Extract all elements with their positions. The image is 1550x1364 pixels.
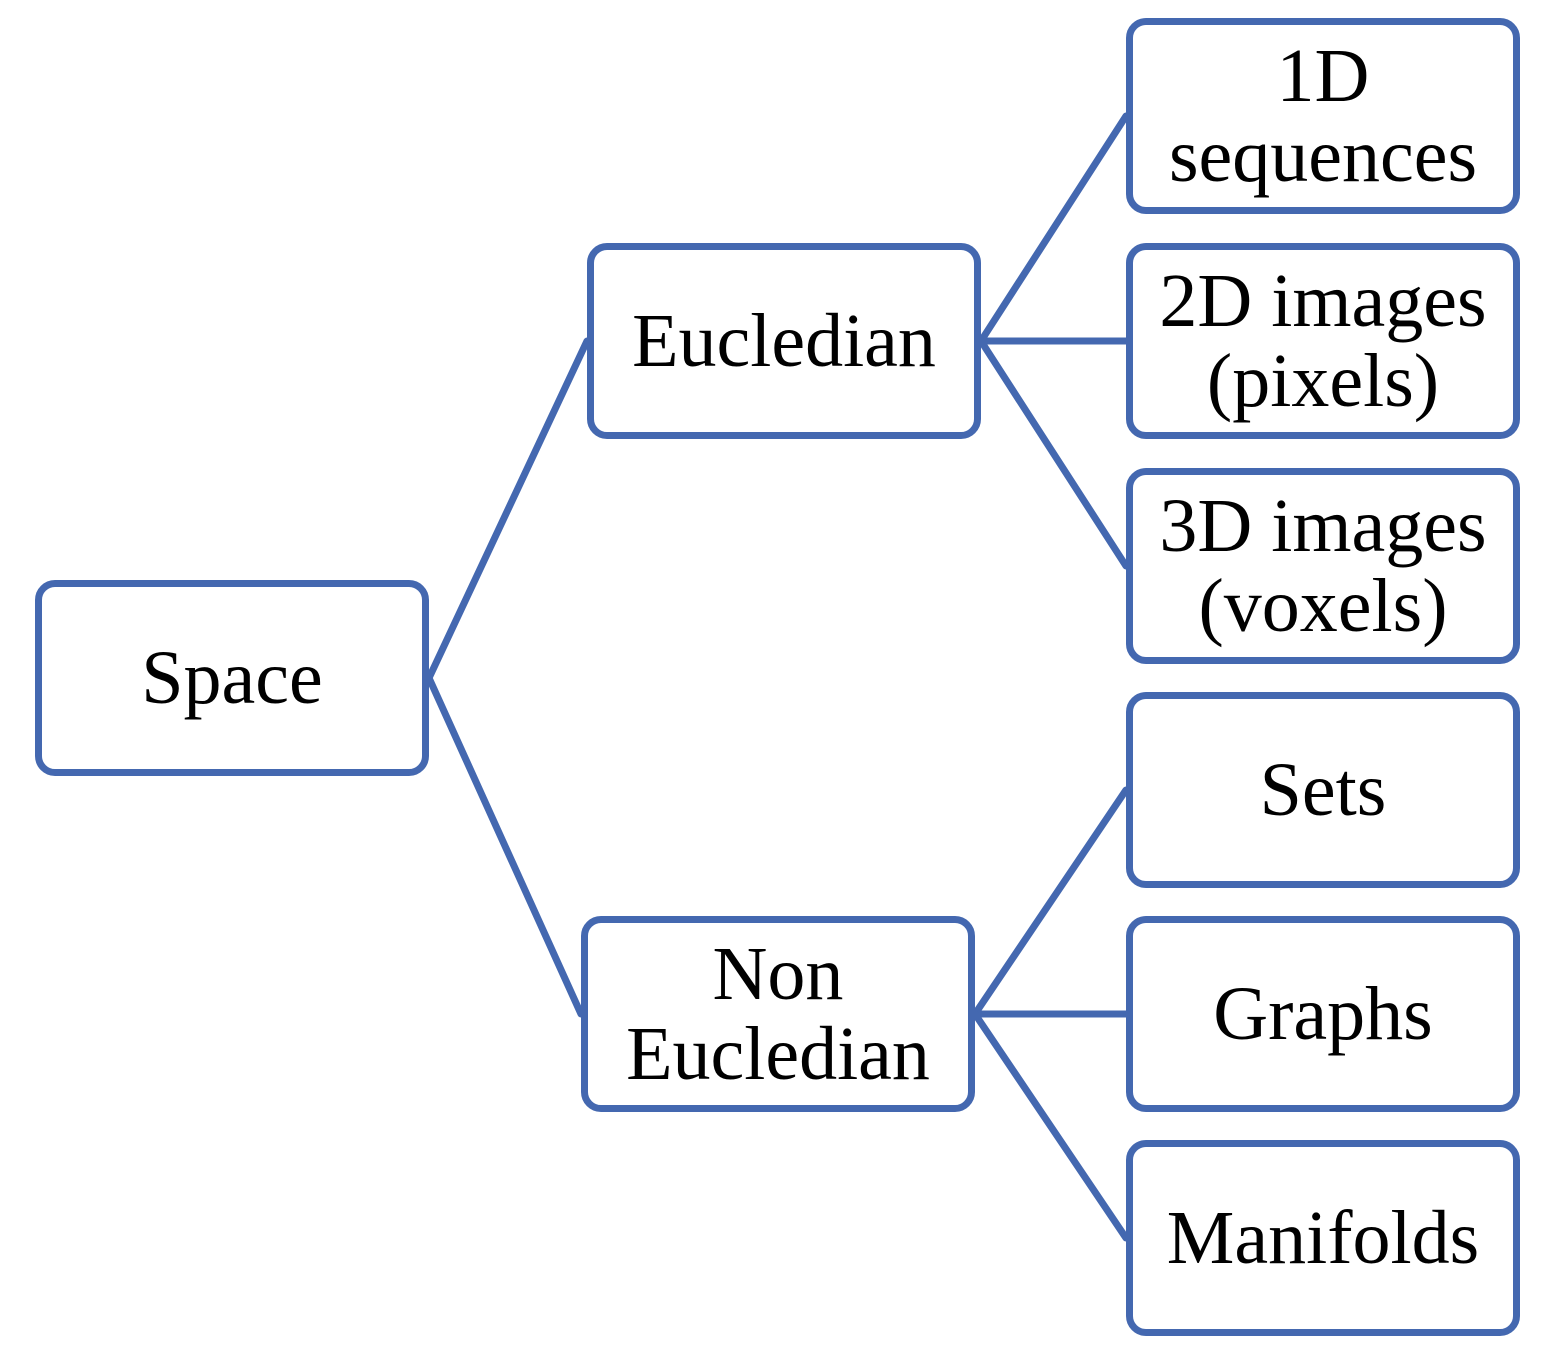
edge-non-euclidean-to-manifolds [971, 1010, 1130, 1242]
node-graphs-label: Graphs [1213, 972, 1433, 1056]
node-3d-images-line-2: (voxels) [1198, 564, 1448, 648]
node-euclidean: Eucledian [587, 243, 981, 439]
node-2d-images: 2D images (pixels) [1126, 243, 1520, 439]
node-space: Space [35, 580, 429, 776]
edge-euclidean-to-images-3d [977, 337, 1130, 570]
node-1d-sequences-line-1: 1D [1276, 34, 1370, 118]
node-non-euclidean: Non Eucledian [581, 916, 975, 1112]
node-3d-images-line-1: 3D images [1159, 484, 1487, 568]
node-1d-sequences-line-2: sequences [1168, 114, 1478, 198]
node-2d-images-line-2: (pixels) [1206, 339, 1440, 423]
node-non-euclidean-line-1: Non [712, 932, 844, 1016]
node-space-label: Space [141, 636, 323, 720]
edge-non-euclidean-to-sets [971, 786, 1130, 1018]
node-sets: Sets [1126, 692, 1520, 888]
node-1d-sequences: 1D sequences [1126, 18, 1520, 214]
edge-space-to-euclidean [425, 337, 591, 682]
node-manifolds-label: Manifolds [1166, 1196, 1480, 1280]
edge-euclidean-to-seq-1d [977, 112, 1130, 345]
node-2d-images-line-1: 2D images [1159, 259, 1487, 343]
node-non-euclidean-line-2: Eucledian [626, 1012, 930, 1096]
edge-space-to-non-euclidean [425, 674, 585, 1018]
node-3d-images: 3D images (voxels) [1126, 468, 1520, 664]
node-graphs: Graphs [1126, 916, 1520, 1112]
node-manifolds: Manifolds [1126, 1140, 1520, 1336]
node-sets-label: Sets [1259, 748, 1387, 832]
node-euclidean-label: Eucledian [632, 299, 936, 383]
